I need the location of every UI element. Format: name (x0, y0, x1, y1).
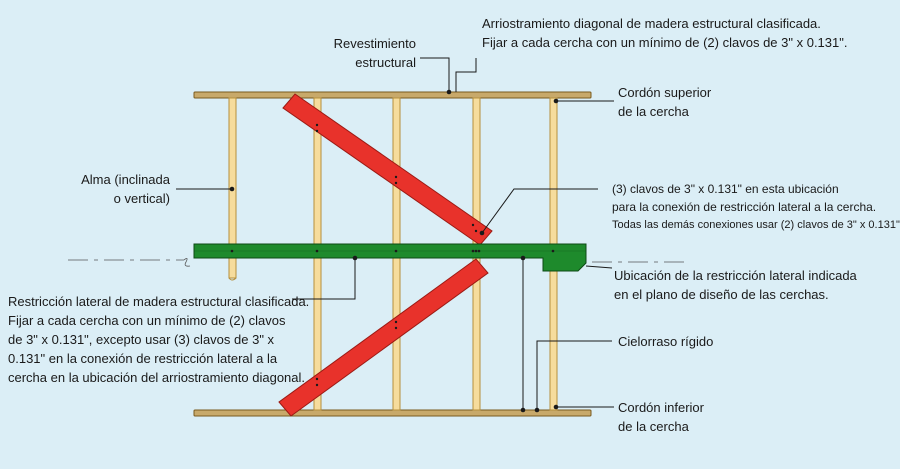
nail-mark (315, 383, 319, 387)
label-lateral-restraint-line: 0.131" en la conexión de restricción lat… (8, 351, 278, 366)
nail-mark (315, 249, 319, 253)
leader-dot (479, 230, 485, 236)
label-restraint-location-line: Ubicación de la restricción lateral indi… (614, 268, 857, 283)
leader-dot (520, 255, 526, 261)
label-lateral-restraint-line: de 3" x 0.131", excepto usar (3) clavos … (8, 332, 275, 347)
label-diagonal-brace-line: Arriostramiento diagonal de madera estru… (482, 16, 821, 31)
label-web: Alma (inclinada o vertical) (56, 170, 170, 208)
leader-dot (534, 407, 540, 413)
nail-mark (315, 123, 319, 127)
label-web-line: Alma (inclinada (81, 172, 170, 187)
nail-mark (477, 249, 481, 253)
label-lateral-restraint-line: Restricción lateral de madera estructura… (8, 294, 310, 309)
label-nails: (3) clavos de 3" x 0.131" en esta ubicac… (612, 180, 900, 234)
leader-dot (446, 89, 452, 95)
leader-dot (229, 186, 235, 192)
leader-dot (553, 404, 559, 410)
bottom-chord (193, 409, 592, 417)
label-web-line: o vertical) (113, 191, 170, 206)
nail-mark (394, 175, 398, 179)
leader-restraint (292, 258, 356, 300)
leader-diagonal-brace (455, 58, 477, 92)
label-nails-line: Todas las demás conexiones usar (2) clav… (612, 219, 900, 231)
lateral-restraint (193, 243, 587, 272)
break-mark-left (183, 258, 191, 267)
label-lateral-restraint-line: cercha en la ubicación del arriostramien… (8, 370, 306, 385)
label-sheathing-line: Revestimiento (333, 36, 416, 51)
label-lateral-restraint-line: Fijar a cada cercha con un mínimo de (2)… (8, 313, 286, 328)
diagonal-brace-upper (282, 93, 493, 246)
label-sheathing: Revestimiento estructural (300, 34, 416, 72)
nail-mark (394, 249, 398, 253)
nail-mark (471, 249, 475, 253)
nail-marks (230, 123, 555, 387)
centerlines (68, 258, 684, 267)
label-top-chord-line: de la cercha (618, 104, 689, 119)
nail-mark (394, 326, 398, 330)
top-chord (193, 91, 592, 99)
label-nails-line: para la conexión de restricción lateral … (612, 200, 877, 214)
nail-mark (474, 229, 478, 233)
label-diagonal-brace-line: Fijar a cada cercha con un mínimo de (2)… (482, 35, 848, 50)
leader-dot (352, 255, 358, 261)
nail-mark (474, 249, 478, 253)
diagonal-brace-lower (278, 258, 489, 417)
leader-dot (520, 407, 526, 413)
leader-dot (553, 98, 559, 104)
leader-dots (229, 89, 559, 413)
label-diagonal-brace: Arriostramiento diagonal de madera estru… (482, 14, 847, 52)
nail-mark (315, 377, 319, 381)
nail-mark (551, 249, 555, 253)
label-restraint-location-line: en el plano de diseño de las cerchas. (614, 287, 829, 302)
web-break (228, 277, 237, 281)
leader-lines (176, 57, 614, 410)
label-top-chord-line: Cordón superior (618, 85, 712, 100)
label-bottom-chord: Cordón inferior de la cercha (618, 398, 704, 436)
label-bottom-chord-line: de la cercha (618, 419, 689, 434)
leader-ceiling (536, 340, 612, 410)
diagonal-braces (278, 93, 493, 417)
nail-mark (315, 129, 319, 133)
label-bottom-chord-line: Cordón inferior (618, 400, 704, 415)
label-lateral-restraint: Restricción lateral de madera estructura… (8, 292, 309, 387)
label-ceiling: Cielorraso rígido (618, 332, 713, 351)
nail-mark (230, 249, 234, 253)
label-ceiling-text: Cielorraso rígido (618, 334, 714, 349)
nail-mark (394, 320, 398, 324)
label-sheathing-line: estructural (355, 55, 416, 70)
leader-nails (481, 188, 598, 234)
label-nails-line: (3) clavos de 3" x 0.131" en esta ubicac… (612, 182, 839, 196)
label-top-chord: Cordón superior de la cercha (618, 83, 711, 121)
nail-mark (471, 223, 475, 227)
label-restraint-location: Ubicación de la restricción lateral indi… (614, 266, 857, 304)
leader-restraint-location (585, 265, 613, 269)
nail-mark (394, 181, 398, 185)
leader-sheathing (420, 57, 450, 92)
